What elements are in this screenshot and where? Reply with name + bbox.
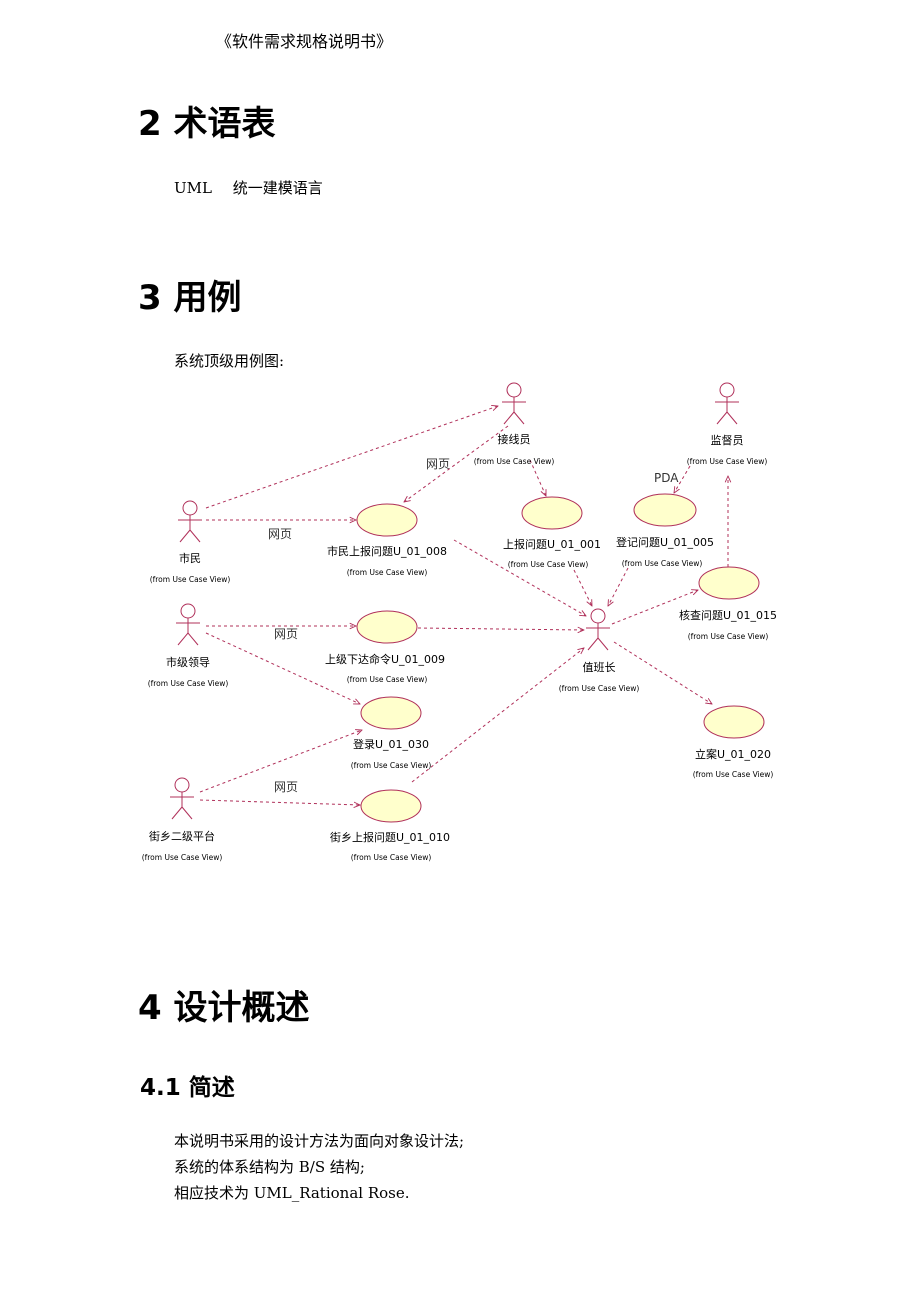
edge-jiandu-u005 [674, 465, 691, 493]
actor-jiexian-icon [502, 382, 526, 425]
diagram-caption: 系统顶级用例图: [174, 352, 285, 370]
glossary-term: UML [174, 179, 212, 197]
actor-shiji-from: (from Use Case View) [148, 679, 229, 688]
edge-u010-zhiban [411, 648, 584, 783]
section-3-heading: 3 用例 [138, 270, 242, 319]
glossary-definition: 统一建模语言 [232, 179, 323, 197]
section-2-title: 术语表 [173, 104, 276, 144]
usecase-u008-label: 市民上报问题U_01_008 [327, 544, 447, 558]
edge-label-web-2: 网页 [268, 527, 292, 541]
document-header: 《软件需求规格说明书》 [216, 32, 393, 51]
section-2-number: 2 [138, 104, 162, 144]
usecase-u005 [633, 493, 697, 527]
edge-label-pda: PDA [654, 471, 679, 485]
section-2-heading: 2 术语表 [138, 96, 276, 145]
usecase-u009-label: 上级下达命令U_01_009 [325, 652, 445, 666]
use-case-diagram: 网页 网页 网页 网页 PDA 市民上报问题U_01_008 (from Use… [142, 382, 777, 862]
section-4-number: 4 [138, 988, 162, 1028]
actor-jiandu-from: (from Use Case View) [687, 457, 768, 466]
edge-u009-zhiban [417, 628, 584, 630]
edge-shimin-jiexian [205, 406, 498, 509]
edge-label-web-3: 网页 [274, 627, 298, 641]
overview-paragraph: 本说明书采用的设计方法为面向对象设计法; 系统的体系结构为 B/S 结构; 相应… [174, 1128, 464, 1206]
usecase-u010-from: (from Use Case View) [351, 853, 432, 862]
actor-jiexian-label: 接线员 [498, 432, 531, 446]
glossary-entry: UML 统一建模语言 [174, 177, 323, 198]
usecase-u030-label: 登录U_01_030 [353, 737, 429, 751]
usecase-u020-label: 立案U_01_020 [695, 747, 771, 761]
usecase-u008-from: (from Use Case View) [347, 568, 428, 577]
section-3-number: 3 [138, 278, 162, 318]
actor-jiandu-label: 监督员 [711, 433, 744, 447]
actor-zhiban-label: 值班长 [583, 661, 616, 674]
actor-jiexiang-icon [170, 777, 194, 820]
usecase-u015 [698, 566, 760, 600]
edge-jiexiang-u030 [199, 730, 362, 793]
usecase-u030-from: (from Use Case View) [351, 761, 432, 770]
actor-jiexiang-from: (from Use Case View) [142, 853, 223, 862]
usecase-u005-from: (from Use Case View) [622, 559, 703, 568]
section-4-1-title: 简述 [188, 1075, 235, 1101]
section-4-1-number: 4.1 [140, 1075, 181, 1101]
edge-jiexiang-u010 [199, 799, 360, 805]
edge-u008-zhiban [453, 539, 586, 616]
actor-zhiban-from: (from Use Case View) [559, 684, 640, 693]
actor-jiexian-from: (from Use Case View) [474, 457, 555, 466]
edge-zhiban-u020 [613, 641, 712, 704]
usecase-u009-from: (from Use Case View) [347, 675, 428, 684]
usecase-u010-label: 街乡上报问题U_01_010 [330, 830, 450, 844]
usecase-u015-from: (from Use Case View) [688, 632, 769, 641]
section-4-1-heading: 4.1 简述 [140, 1068, 235, 1102]
actor-zhiban-icon [586, 608, 610, 651]
overview-line-2: 系统的体系结构为 B/S 结构; [174, 1158, 365, 1176]
usecase-u020-from: (from Use Case View) [693, 770, 774, 779]
usecase-u001-label: 上报问题U_01_001 [503, 537, 601, 551]
section-3-title: 用例 [173, 278, 242, 318]
usecase-u030 [360, 696, 422, 730]
edge-label-web-1: 网页 [426, 457, 450, 471]
actor-shimin-label: 市民 [179, 551, 201, 565]
edge-u005-zhiban [608, 567, 629, 606]
edge-jiexian-u001 [529, 459, 547, 496]
usecase-u009 [356, 610, 418, 644]
usecase-u010 [360, 789, 422, 823]
usecase-u008 [356, 503, 418, 537]
usecase-u005-label: 登记问题U_01_005 [616, 535, 714, 549]
actor-jiexiang-label: 街乡二级平台 [149, 829, 215, 843]
actor-jiandu-icon [715, 382, 739, 425]
overview-line-1: 本说明书采用的设计方法为面向对象设计法; [174, 1132, 465, 1150]
usecase-u020 [703, 705, 765, 739]
overview-line-3: 相应技术为 UML_Rational Rose. [174, 1184, 410, 1202]
actor-shiji-label: 市级领导 [166, 655, 210, 669]
section-4-title: 设计概述 [173, 988, 310, 1028]
edge-shiji-u030 [205, 632, 360, 704]
usecase-u001-from: (from Use Case View) [508, 560, 589, 569]
section-4-heading: 4 设计概述 [138, 980, 310, 1029]
usecase-u015-label: 核查问题U_01_015 [679, 608, 777, 622]
actor-shiji-icon [176, 603, 200, 646]
edge-label-web-4: 网页 [274, 780, 298, 794]
actor-shimin-from: (from Use Case View) [150, 575, 231, 584]
actor-shimin-icon [178, 500, 202, 543]
edge-u001-zhiban [573, 569, 592, 606]
usecase-u001 [521, 496, 583, 530]
